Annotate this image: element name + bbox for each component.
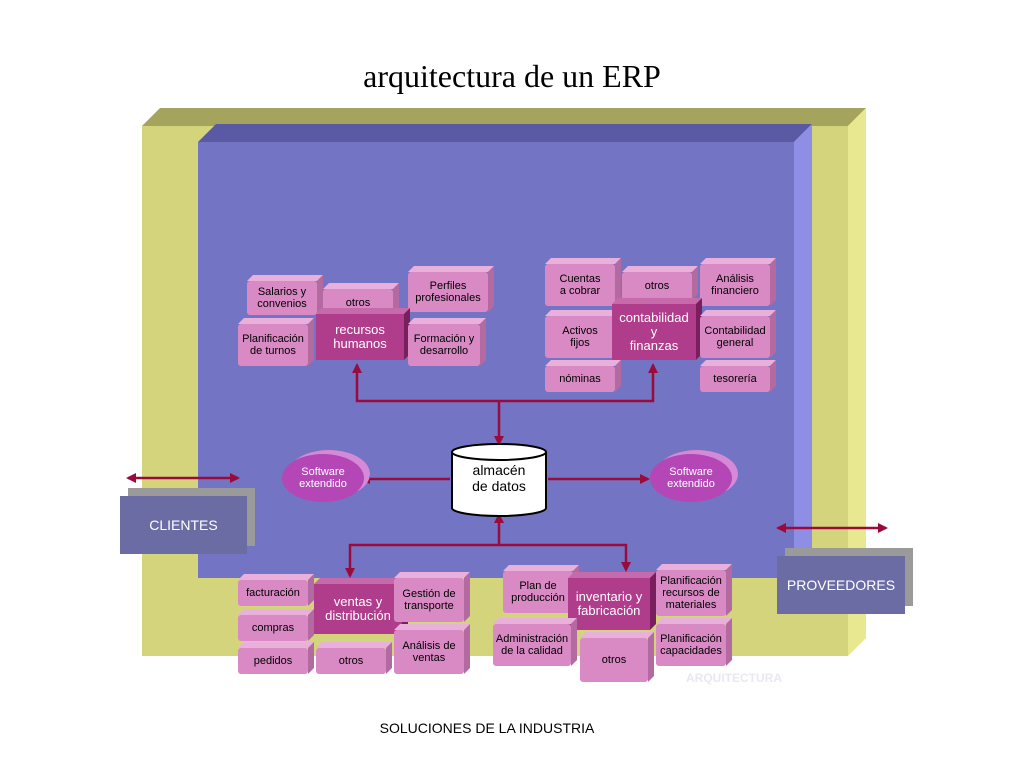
if-plan-line2: producción [511,592,565,604]
diagram-title: arquitectura de un ERP [363,58,661,94]
clients-box: CLIENTES [120,496,247,554]
inner-frame-side [794,124,812,578]
ext-right-line2: extendido [667,478,715,490]
rh-formacion-line2: desarrollo [419,345,469,357]
cf-activos-line2: fijos [570,337,590,349]
vd-facturacion-label: facturación [238,580,308,606]
vd-core-line2: distribución [325,608,391,623]
cf-analisis-line2: financiero [711,285,759,297]
cf-nominas-label: nóminas [545,366,615,392]
if-planrec-line2: recursos de [662,587,720,599]
ext-left-line2: extendido [299,478,347,490]
cf-contabilidad-line2: general [716,337,754,349]
outer-frame-side [848,108,866,656]
connector-vd [345,543,499,578]
vd-pedidos-label: pedidos [238,648,308,674]
cf-cuentas-line1: Cuentas [559,273,601,285]
rh-core-line1: recursos [335,322,385,337]
vd-compras-label: compras [238,615,308,641]
rh-perfiles-line1: Perfiles [429,280,467,292]
inner-frame-top [198,124,812,142]
ext-right-line1: Software [669,466,713,478]
vd-analisis-line1: Análisis de [402,640,456,652]
rh-salarios-line2: convenios [257,298,307,310]
if-core-line1: inventario y [575,589,643,604]
if-plancap-line2: capacidades [660,645,722,657]
if-core-line2: fabricación [577,603,641,618]
cf-core-line2: y [650,324,658,339]
watermark-label: ARQUITECTURA [686,671,782,685]
vd-otros: otros [316,642,392,674]
if-admin-line1: Administración [495,633,569,645]
if-otros-label: otros [580,638,648,682]
data-store-line2: de datos [472,478,526,494]
rh-salarios-line1: Salarios y [257,286,307,298]
footer-caption: SOLUCIONES DE LA INDUSTRIA [379,720,595,736]
rh-planificacion-line2: de turnos [250,345,296,357]
cf-core-line3: finanzas [629,338,679,353]
if-admin-line2: de la calidad [501,645,563,657]
if-planrec-line3: materiales [665,599,717,611]
cf-core-line1: contabilidad [619,310,689,325]
vd-gestion-line2: transporte [404,600,454,612]
cf-nominas: nóminas [545,360,621,392]
rh-perfiles-line2: profesionales [415,292,481,304]
data-store-line1: almacén [472,462,526,478]
outer-frame-top [142,108,866,126]
vd-analisis-line2: ventas [412,652,446,664]
connector-rh [352,363,499,403]
rh-formacion-line1: Formación y [413,333,475,345]
vd-compras: compras [238,609,314,641]
cf-contabilidad-line1: Contabilidad [704,325,766,337]
cf-otros-label: otros [622,272,692,300]
cf-analisis-line1: Análisis [716,273,754,285]
cf-activos-line1: Activos [562,325,598,337]
data-store-cylinder [451,443,547,517]
suppliers-box: PROVEEDORES [777,556,905,614]
cf-tesoreria-label: tesorería [700,366,770,392]
vd-pedidos: pedidos [238,642,314,674]
vd-core-line1: ventas y [333,594,383,609]
if-planrec-line1: Planificación [660,575,722,587]
ext-left-line1: Software [301,466,345,478]
vd-gestion-line1: Gestión de [402,588,456,600]
if-plan-line1: Plan de [519,580,557,592]
data-store-label: almacén de datos [452,462,546,494]
rh-core-line2: humanos [333,336,387,351]
if-plancap-line1: Planificación [660,633,722,645]
vd-otros-label: otros [316,648,386,674]
connector-cf [499,363,658,403]
vd-facturacion: facturación [238,574,314,606]
cf-otros: otros [622,266,698,300]
connector-if [499,543,631,572]
rh-planificacion-line1: Planificación [242,333,304,345]
if-otros: otros [580,632,654,682]
cf-cuentas-line2: a cobrar [559,285,601,297]
cf-tesoreria: tesorería [700,360,776,392]
